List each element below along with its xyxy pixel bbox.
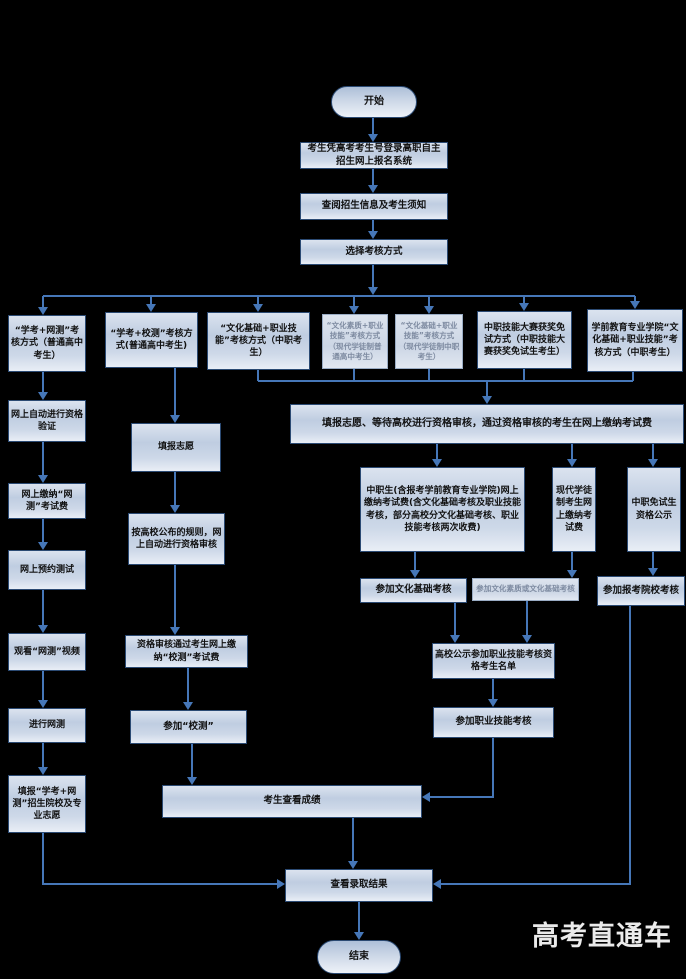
connector-drop-b4 [349,296,359,314]
node-publicize-skill-exam-list: 高校公示参加职业技能考核资格考生名单 [432,643,555,679]
node-pay-wangce-fee: 网上缴纳“网测”考试费 [8,483,86,519]
connector-score-result [348,818,358,869]
connector-drop-b5 [424,296,434,314]
node-view-score: 考生查看成绩 [162,785,422,818]
branch-xuekao-xiaoce: “学考+校测”考核方式(普通高中考生) [105,312,198,368]
node-take-wangce: 进行网测 [8,708,86,743]
node-take-college-exam: 参加报考院校考核 [597,576,685,606]
connector-wide-m2 [567,444,577,467]
connector-l2-l3 [38,519,48,550]
node-fill-preferences-pay-fee: 填报志愿、等待高校进行资格审核，通过资格审核的考生在网上缴纳考试费 [290,404,684,444]
node-choose-method: 选择考核方式 [300,239,448,265]
watermark-gaokao-zhitongche: 高考直通车 [532,921,672,952]
node-take-xiaoce: 参加“校测” [130,710,247,744]
node-take-culture-basic-exam: 参加文化基础考核 [360,578,467,603]
node-pay-xiaoce-fee: 资格审核通过考生网上缴纳“校测”考试费 [125,635,248,668]
node-take-culture-quality-exam: 参加文化素质或文化基础考核 [472,578,579,601]
connector-m2-r2 [567,552,577,578]
connector-b2-c1 [170,368,180,423]
connector-r3-result [433,606,631,889]
connector-choose-distributor [368,265,378,295]
branch-xuetuzhi-gaozhong: “文化素质+职业技能”考核方式（现代学徒制普通高中考生） [322,314,388,369]
node-fill-preferences: 填报志愿 [131,423,221,472]
connector-c3-c4 [183,668,193,710]
node-fill-wangce-preferences: 填报“学考+网测”招生院校及专业志愿 [8,775,86,833]
connector-drop-b6 [519,296,529,311]
branch-xuekao-wangce: “学考+网测”考核方式（普通高中考生） [8,315,86,372]
node-auto-qualification-check: 网上自动进行资格验证 [8,400,86,442]
node-college-rule-auto-review: 按高校公布的规则，网上自动进行资格审核 [128,513,225,565]
connector-collector-wide [482,381,492,404]
connector-r2-pub [522,601,532,643]
connector-l4-l5 [38,671,48,708]
connector-drop-b1 [38,296,48,315]
connector-drop-b3 [253,296,263,312]
connector-c1-c2 [170,472,180,513]
node-watch-wangce-video: 观看“网测”视频 [8,633,86,671]
node-book-test-online: 网上预约测试 [8,550,86,590]
connector-wide-m1 [432,444,442,467]
connector-result-end [354,902,364,940]
node-login-system: 考生凭高考考生号登录高职自主招生网上报名系统 [300,142,448,169]
connector-login-review [368,169,378,193]
connector-b1-l1 [38,372,48,400]
connector-r1-pub [450,603,460,643]
branch-xuetuzhi-zhongzhi: “文化基础+职业技能”考核方式（现代学徒制中职考生） [395,314,463,369]
node-end: 结束 [317,940,401,974]
node-mianshi-publicity: 中职免试生资格公示 [627,467,681,552]
node-review-info: 查阅招生信息及考生须知 [300,193,448,220]
connector-m3-r3 [648,552,658,576]
connector-pub-skill [488,679,498,707]
connector-l6-result [42,833,285,889]
branch-wenhua-jineng-zhongzhi: “文化基础+职业技能”考核方式（中职考生） [207,312,310,370]
branch-jineng-dasai-mianshi: 中职技能大赛获奖免试方式（中职技能大赛获奖免试生考生） [477,311,572,369]
connector-skill-score [422,738,494,802]
connector-l5-l6 [38,743,48,775]
connector-c2-c3 [170,565,180,635]
connector-review-choose [368,220,378,239]
connector-drop-b2 [146,296,156,312]
node-start: 开始 [331,86,417,118]
node-view-admission-result: 查看录取结果 [285,869,433,902]
connector-c4-score [187,744,197,785]
branch-xueqian-jiaoyu: 学前教育专业学院“文化基础+职业技能”考核方式（中职考生） [587,309,683,372]
connector-l3-l4 [38,590,48,633]
node-zhongzhi-pay-fee: 中职生(含报考学前教育专业学院)网上缴纳考试费(含文化基础考核及职业技能考核，部… [360,467,525,552]
connector-start-login [368,118,378,142]
connector-l1-l2 [38,442,48,483]
connector-wide-m3 [648,444,658,467]
node-xuetuzhi-pay-fee: 现代学徒制考生网上缴纳考试费 [552,467,596,552]
connector-drop-b7 [630,296,640,309]
node-take-skill-exam: 参加职业技能考核 [433,707,554,738]
connector-m1-r1 [410,552,420,578]
